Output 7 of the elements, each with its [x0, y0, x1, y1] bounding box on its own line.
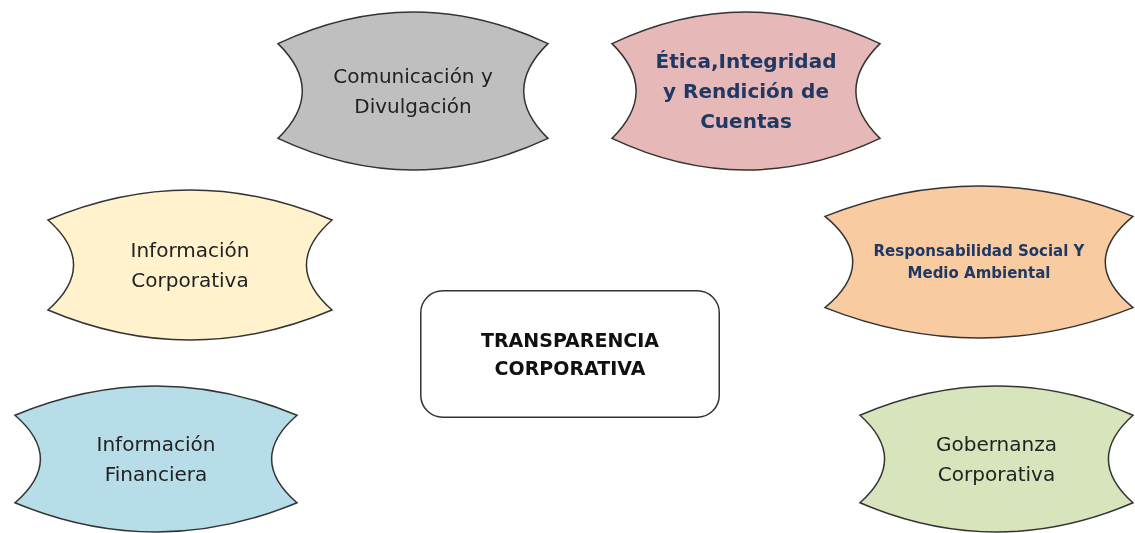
node-label: Responsabilidad Social Y Medio Ambiental: [872, 240, 1086, 284]
node-label: Gobernanza Corporativa: [935, 431, 1058, 488]
node-label: Información Corporativa: [129, 237, 251, 294]
node-label: Comunicación y Divulgación: [332, 63, 494, 120]
node-label: Información Financiera: [95, 431, 217, 488]
node-label: Ética,Integridad y Rendición de Cuentas: [654, 48, 838, 135]
node-label: TRANSPARENCIA CORPORATIVA: [480, 327, 660, 381]
